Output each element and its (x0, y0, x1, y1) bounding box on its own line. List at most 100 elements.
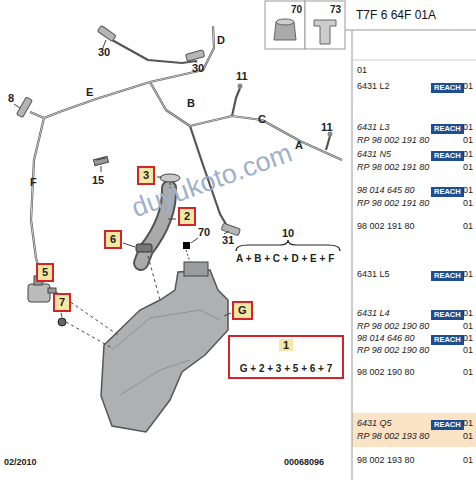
hose-letter: C (258, 113, 266, 125)
part-number: 11 (236, 70, 248, 82)
part-reference: 6431 N5 (357, 150, 391, 160)
thumb-number: 73 (330, 4, 341, 15)
reach-badge: REACH (431, 187, 464, 197)
callout-box: 6 (104, 230, 122, 249)
clamp (136, 244, 152, 252)
part-reference: 98 002 193 80 (357, 456, 415, 466)
reach-badge: REACH (431, 310, 464, 320)
callout-number: 7 (59, 296, 65, 308)
table-rule (352, 60, 476, 61)
header-rule (345, 30, 476, 31)
thumb-frame (305, 1, 345, 49)
tank-edge (112, 310, 220, 350)
reach-badge: REACH (431, 151, 464, 161)
reach-badge: REACH (431, 335, 464, 345)
part-reference: 6431 L5 (357, 270, 390, 280)
part-reference: 6431 L4 (357, 309, 390, 319)
hose-letter: E (86, 86, 93, 98)
quantity: 01 (463, 368, 473, 378)
nozzle (16, 25, 240, 235)
quantity: 01 (463, 199, 473, 209)
leader-line (101, 166, 102, 172)
reach-badge: REACH (431, 124, 464, 134)
part-reference: 98 014 645 80 (357, 186, 415, 196)
hose-letter: A (295, 139, 303, 151)
callout-number: 3 (143, 169, 149, 181)
hose (30, 26, 342, 272)
catalog-code: T7F 6 64F 01A (356, 9, 436, 22)
part-reference: 98 014 646 80 (357, 334, 415, 344)
drawing-number: 00068096 (284, 458, 324, 468)
part-reference: RP 98 002 191 80 (357, 199, 429, 209)
thumb-number: 70 (291, 4, 302, 15)
quantity: 01 (463, 163, 473, 173)
callout-box: 5 (36, 263, 54, 282)
part-reference: 98 002 190 80 (357, 368, 415, 378)
callout-box: 2 (178, 207, 196, 226)
badge-text: REACH (434, 187, 461, 196)
callout-number: G (238, 304, 247, 316)
date-code: 02/2010 (4, 458, 37, 468)
kit-contents: G + 2 + 3 + 5 + 6 + 7 (240, 363, 333, 374)
quantity: 01 (463, 309, 473, 319)
quantity: 01 (463, 222, 473, 232)
callout-number: 5 (42, 266, 48, 278)
callout-number: 1 (279, 339, 293, 351)
quantity: 01 (463, 82, 473, 92)
reach-badge: REACH (431, 420, 464, 430)
part-reference: RP 98 002 193 80 (357, 432, 429, 442)
quantity: 01 (463, 270, 473, 280)
badge-text: REACH (434, 335, 461, 344)
reach-badge: REACH (431, 271, 464, 281)
assembly-line (56, 256, 160, 348)
part-reference: RP 98 002 191 80 (357, 136, 429, 146)
hose-letter: F (30, 176, 37, 188)
part-number: 70 (198, 226, 210, 238)
leader-line (191, 238, 198, 243)
badge-text: REACH (434, 83, 461, 92)
quantity: 01 (463, 150, 473, 160)
part-number: 30 (192, 62, 204, 74)
part-reference: RP 98 002 190 80 (357, 322, 429, 332)
quantity: 01 (357, 66, 367, 76)
quantity: 01 (463, 419, 473, 429)
hose-clip (238, 84, 333, 137)
grommet (58, 318, 66, 326)
reach-badge: REACH (431, 83, 464, 93)
washer-tank (101, 270, 228, 432)
badge-text: REACH (434, 271, 461, 280)
part-reference: 6431 L3 (357, 123, 390, 133)
badge-text: REACH (434, 151, 461, 160)
hose-letter: D (217, 34, 225, 46)
quantity: 01 (463, 456, 473, 466)
clip-thumb (314, 20, 336, 44)
tank-sensor (184, 262, 208, 276)
hose-set: A + B + C + D + E + F (236, 253, 334, 264)
part-reference: 6431 L2 (357, 82, 390, 92)
table-rule (352, 30, 353, 480)
part-reference: 6431 Q5 (357, 419, 392, 429)
thumb-frame (265, 1, 305, 49)
badge-text: REACH (434, 310, 461, 319)
part-number: 11 (321, 121, 333, 133)
part-number: 15 (92, 174, 104, 186)
hose-letter: B (187, 97, 195, 109)
part-reference: RP 98 002 190 80 (357, 346, 429, 356)
callout-number: 6 (110, 233, 116, 245)
clip-15 (93, 156, 108, 165)
callout-box: G (232, 301, 253, 320)
part-number: 31 (222, 234, 234, 246)
part-reference: 98 002 191 80 (357, 222, 415, 232)
quantity: 01 (463, 136, 473, 146)
quantity: 01 (463, 186, 473, 196)
part-number: 8 (8, 92, 14, 104)
hose-highlight (30, 26, 342, 272)
part-reference: RP 98 002 191 80 (357, 163, 429, 173)
badge-text: REACH (434, 124, 461, 133)
part-number: 10 (282, 227, 294, 239)
callout-box: 3 (137, 166, 155, 185)
highlight-row (352, 413, 476, 447)
part-number: 30 (98, 46, 110, 58)
fitting-70 (183, 242, 190, 249)
